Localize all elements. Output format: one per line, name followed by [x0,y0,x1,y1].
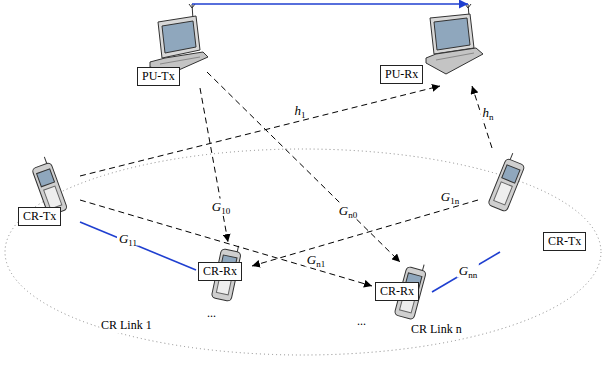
cr-region-ellipse [5,149,601,355]
device-label: CR-Rx [375,282,419,301]
channel-gain-label: G11 [117,231,139,246]
link-caption: ... [356,314,367,329]
device-node: CR-Tx [478,148,592,252]
data-link [432,252,500,292]
channel-gain-label: Gn0 [337,203,359,218]
data-link [192,3,468,5]
device-label: PU-Tx [137,67,180,86]
link-caption: CR Link n [410,322,463,337]
device-label: CR-Tx [543,232,586,251]
device-node: PU-Rx [378,4,486,86]
channel-gain-label: h1 [293,103,308,118]
phone-icon [488,152,528,212]
link-caption: ... [206,306,217,321]
interference-link [80,86,440,176]
device-node: PU-Tx [137,4,207,88]
device-node: CR-Tx [14,160,80,228]
interference-link [200,88,228,242]
device-label: CR-Tx [18,207,61,226]
link-caption: CR Link 1 [100,318,153,333]
device-label: CR-Rx [198,262,242,281]
interference-link [252,200,478,266]
laptop-icon [150,4,208,73]
channel-gain-label: G1n [439,189,461,204]
device-label: PU-Rx [380,65,423,84]
laptop-icon [426,4,483,74]
interference-link [207,72,400,262]
device-node: CR-Rx [372,262,432,322]
data-link [80,222,196,270]
channel-gain-label: Gn1 [305,252,327,267]
device-node: CR-Rx [196,242,252,302]
channel-gain-label: hn [481,105,496,120]
channel-gain-label: Gnn [457,263,479,278]
interference-link [80,200,372,286]
channel-gain-label: G10 [210,199,232,214]
